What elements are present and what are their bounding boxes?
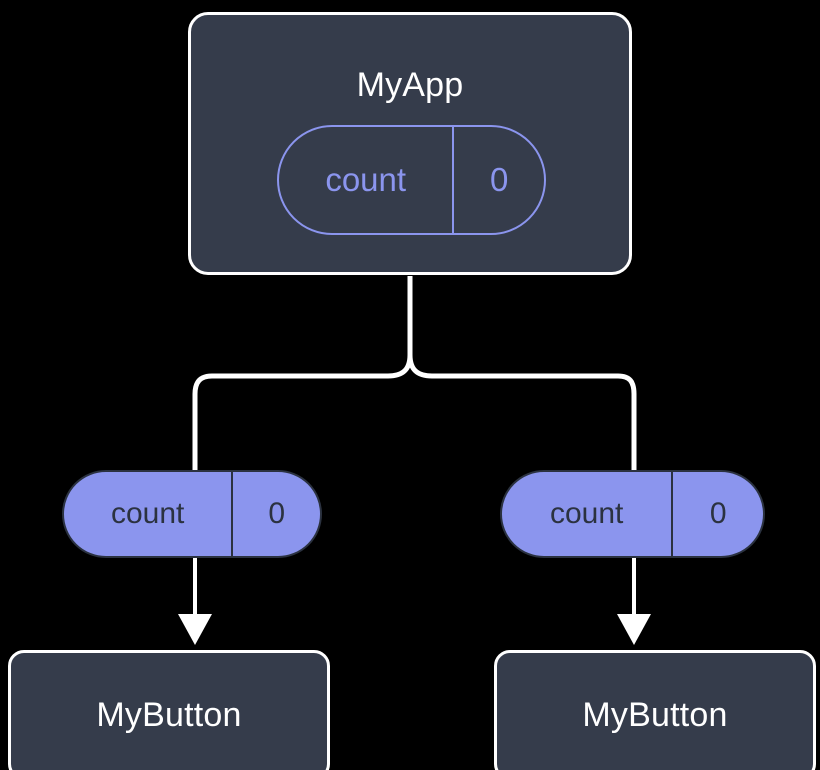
state-pill-root-value: 0 (452, 127, 544, 233)
prop-pill-right-value: 0 (671, 472, 763, 556)
component-card-mybutton-left[interactable]: MyButton (8, 650, 330, 770)
component-card-mybutton-right[interactable]: MyButton (494, 650, 816, 770)
prop-pill-right-key: count (550, 497, 624, 530)
connector-branch-left (192, 354, 413, 472)
state-pill-root-key: count (325, 161, 407, 198)
state-pill-root[interactable]: count 0 (277, 125, 546, 235)
prop-pill-right[interactable]: count 0 (500, 470, 765, 558)
connector-branch-right (407, 354, 637, 472)
prop-pill-left-key: count (110, 497, 185, 530)
component-title-mybutton-right: MyButton (582, 696, 728, 734)
component-title-mybutton-left: MyButton (96, 696, 242, 734)
prop-pill-left[interactable]: count 0 (62, 470, 322, 558)
arrow-head-right-icon (617, 614, 651, 645)
component-title-myapp: MyApp (356, 66, 464, 104)
arrow-head-left-icon (178, 614, 212, 645)
prop-pill-left-value: 0 (231, 472, 320, 556)
